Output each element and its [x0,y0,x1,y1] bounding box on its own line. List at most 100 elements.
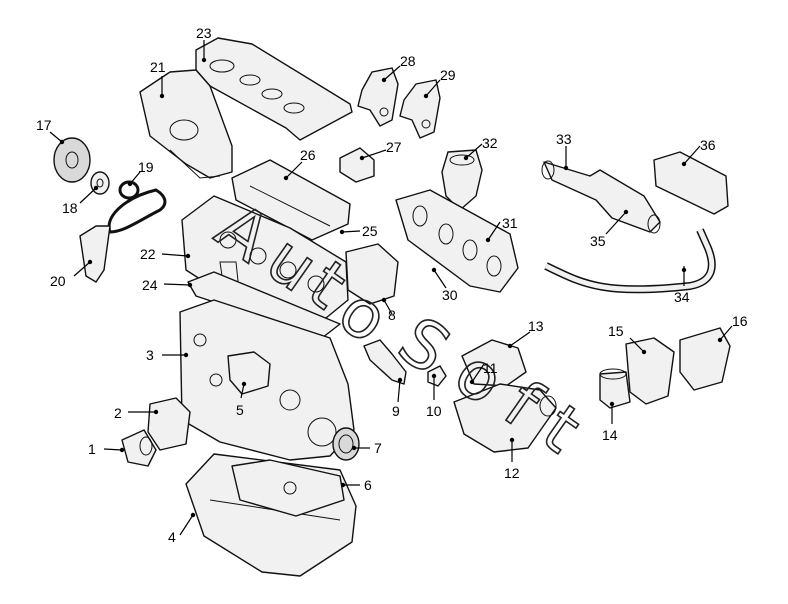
solenoid-valve-29 [399,79,441,139]
callout-17: 17 [36,117,65,145]
callout-14: 14 [602,401,618,443]
callout-15: 15 [608,323,647,355]
callout-label: 13 [528,318,544,334]
callout-9: 9 [392,377,403,419]
callout-23: 23 [196,25,212,63]
callout-3: 3 [146,347,189,363]
block-sensor [227,351,271,395]
connector [339,147,375,183]
callout-28: 28 [381,53,416,83]
heat-shield [653,151,729,215]
timing-belt [107,188,167,234]
callout-10: 10 [426,373,442,419]
callout-26: 26 [283,147,316,181]
callout-label: 25 [362,223,378,239]
callout-5: 5 [236,381,247,418]
callout-27: 27 [359,139,402,161]
callout-8: 8 [381,297,396,323]
engine-bracket [79,225,111,283]
callout-label: 30 [442,287,458,303]
callout-label: 6 [364,477,372,493]
callout-22: 22 [140,246,191,262]
callout-label: 2 [114,405,122,421]
callout-label: 5 [236,402,244,418]
head-gasket [187,271,341,339]
solenoid-valve-28 [357,67,399,127]
callout-20: 20 [50,259,93,289]
callout-label: 33 [556,131,572,147]
callout-31: 31 [485,215,518,243]
manifold-port [345,243,399,305]
crankshaft-seal [332,427,360,461]
oil-filter-housing [147,397,191,451]
callout-label: 21 [150,59,166,75]
callout-label: 34 [674,289,690,305]
egr-cooler [541,160,661,234]
callout-label: 32 [482,135,498,151]
callout-21: 21 [150,59,166,99]
callout-label: 15 [608,323,624,339]
callout-label: 4 [168,529,176,545]
callout-13: 13 [507,318,544,349]
callout-16: 16 [717,313,748,343]
callout-30: 30 [431,267,458,303]
pulley [53,137,91,183]
callout-25: 25 [339,223,378,239]
callout-34: 34 [674,266,690,305]
callout-2: 2 [114,405,159,421]
callout-7: 7 [351,440,382,456]
exhaust-manifold [395,189,519,293]
callout-label: 12 [504,465,520,481]
callout-24: 24 [142,277,193,293]
callout-label: 10 [426,403,442,419]
callout-label: 24 [142,277,158,293]
callout-19: 19 [127,159,154,187]
thermostat-housing [461,339,527,387]
callout-label: 26 [300,147,316,163]
callout-label: 29 [440,67,456,83]
oil-pump [231,459,345,517]
callout-label: 23 [196,25,212,41]
callout-33: 33 [556,131,572,171]
callout-label: 8 [388,307,396,323]
callout-label: 35 [590,233,606,249]
callout-label: 11 [483,360,498,376]
callout-label: 18 [62,200,78,216]
egr-valve [441,149,483,211]
coolant-outlet [453,383,557,453]
callout-29: 29 [423,67,456,99]
callout-label: 31 [502,215,518,231]
callout-11: 11 [469,360,498,385]
callout-label: 20 [50,273,66,289]
callout-label: 1 [88,441,96,457]
temperature-sensor [427,365,447,387]
filter-housing [625,337,675,405]
fuel-filter [599,368,631,409]
callout-label: 16 [732,313,748,329]
callout-35: 35 [590,209,629,249]
oil-filter [121,429,157,467]
callout-label: 14 [602,427,618,443]
callout-label: 28 [400,53,416,69]
callout-label: 27 [386,139,402,155]
callout-4: 4 [168,512,196,545]
callout-12: 12 [504,437,520,481]
mounting-bracket [679,327,731,391]
callout-label: 7 [374,440,382,456]
callout-32: 32 [463,135,498,161]
callout-label: 19 [138,159,154,175]
callout-6: 6 [340,477,372,493]
callout-18: 18 [62,185,99,216]
cylinder-head-cover [231,159,351,241]
o-ring [118,180,140,200]
coolant-flange [363,339,407,385]
callout-label: 22 [140,246,156,262]
callout-label: 17 [36,117,52,133]
egr-pipe [544,228,716,294]
callout-label: 9 [392,403,400,419]
callout-label: 3 [146,347,154,363]
callout-1: 1 [88,441,125,457]
callout-36: 36 [681,137,716,167]
callout-label: 36 [700,137,716,153]
